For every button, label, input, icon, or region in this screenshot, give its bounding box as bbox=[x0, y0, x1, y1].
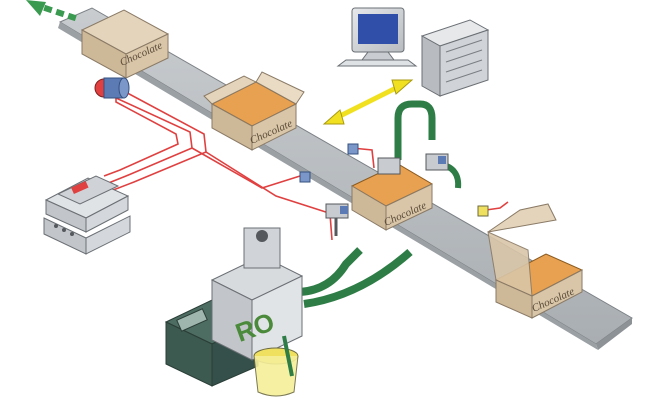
melter-hoses bbox=[299, 247, 413, 308]
glue-applicator-head bbox=[325, 153, 449, 236]
box-closed-1: Chocolate bbox=[80, 9, 170, 79]
flow-direction-arrow bbox=[26, 0, 77, 22]
bidirectional-data-arrow bbox=[322, 79, 414, 125]
box-open-2: Chocolate bbox=[203, 71, 305, 151]
photo-sensor-icon bbox=[94, 77, 130, 99]
computer-monitor-icon bbox=[336, 7, 418, 67]
control-unit-icon bbox=[43, 175, 131, 255]
glue-bucket-icon bbox=[253, 335, 299, 397]
network-rack-icon bbox=[420, 19, 490, 97]
conveyor-belt bbox=[58, 7, 633, 350]
end-sensor-icon bbox=[477, 205, 489, 217]
hot-melt-unit-icon: RO bbox=[164, 227, 304, 387]
proximity-sensor-icon bbox=[299, 143, 359, 183]
